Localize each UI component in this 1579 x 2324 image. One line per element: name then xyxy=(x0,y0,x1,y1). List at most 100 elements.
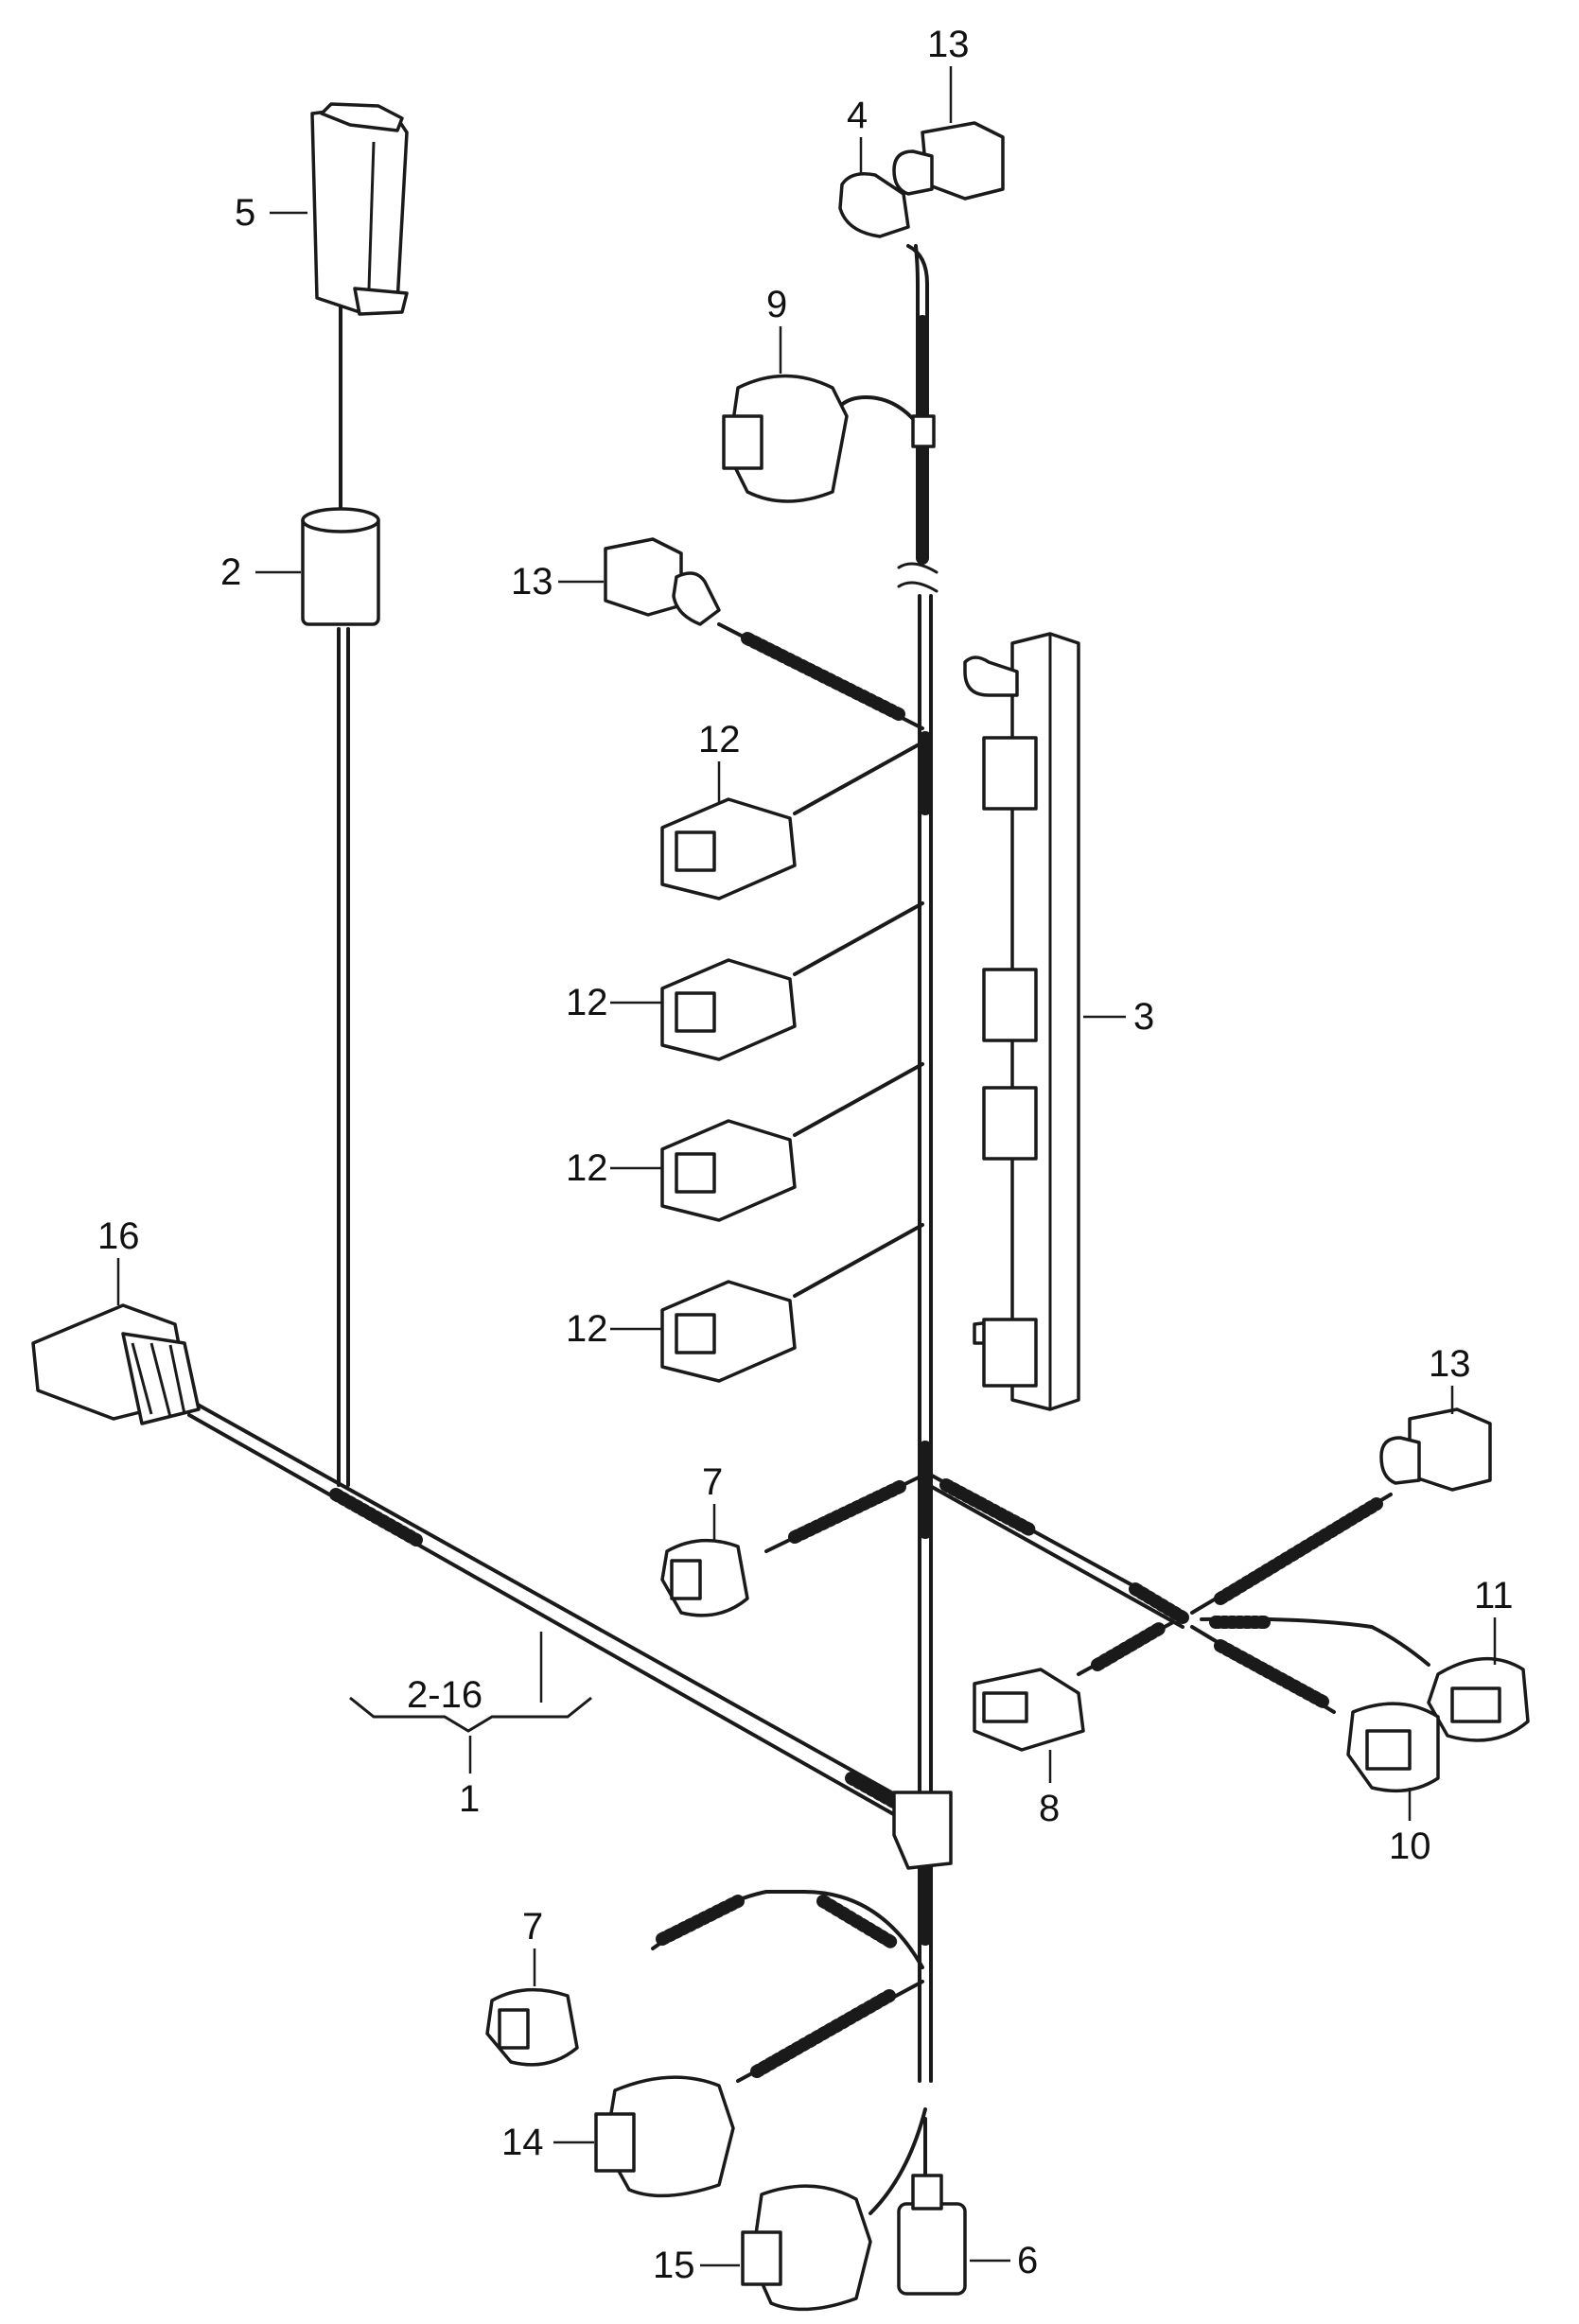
callout-12a: 12 xyxy=(698,719,741,760)
connector-14-face xyxy=(594,2112,636,2173)
bracket-3-clip-c xyxy=(982,1086,1038,1161)
connector-9-face xyxy=(722,414,763,470)
wire-to-connector-12a xyxy=(793,741,924,815)
connector-11-face xyxy=(1450,1686,1501,1723)
connector-16 xyxy=(31,1303,201,1425)
connector-13b xyxy=(604,537,721,626)
callout-16: 16 xyxy=(97,1215,140,1257)
connector-12d xyxy=(660,1280,797,1383)
connector-12d-body xyxy=(660,1280,797,1383)
callout-13b: 13 xyxy=(511,561,553,603)
connector-14 xyxy=(594,2075,735,2198)
loom-10 xyxy=(1214,1639,1331,1709)
loom-right-b xyxy=(1129,1582,1189,1624)
connector-12a xyxy=(660,797,797,900)
wire-main-diagonal-a xyxy=(187,1398,910,1804)
bracket-3-stud xyxy=(963,655,1019,697)
connector-5-cap xyxy=(320,102,404,132)
sleeve-9 xyxy=(911,414,936,448)
connector-13c-neck xyxy=(1379,1436,1421,1485)
connector-7b xyxy=(485,1987,579,2067)
connector-15-face xyxy=(741,2230,782,2286)
connector-8-body xyxy=(973,1668,1085,1752)
callout-range: 2-16 xyxy=(407,1674,482,1716)
connector-8-face xyxy=(982,1691,1028,1723)
loom-13b xyxy=(741,632,905,721)
loom-13c xyxy=(1214,1497,1383,1605)
sleeve-2 xyxy=(301,507,380,626)
wire-main-diagonal-b xyxy=(187,1413,899,1818)
loom-14 xyxy=(750,1989,896,2078)
connector-12b-face xyxy=(675,991,716,1033)
callout-10: 10 xyxy=(1389,1826,1431,1867)
callout-7a: 7 xyxy=(702,1461,723,1503)
callout-1: 1 xyxy=(459,1778,480,1820)
callout-15: 15 xyxy=(653,2245,695,2286)
connector-15 xyxy=(741,2184,872,2312)
bracket-3-clip-a xyxy=(982,736,1038,811)
callout-8: 8 xyxy=(1039,1788,1060,1829)
connector-13b-body xyxy=(604,537,683,617)
connector-16-rib xyxy=(131,1342,186,1418)
leader-lines xyxy=(116,66,1497,2267)
connector-5 xyxy=(310,102,409,316)
callout-6: 6 xyxy=(1017,2240,1038,2281)
connector-13a-body xyxy=(921,121,1005,201)
wire-to-connector-12d xyxy=(793,1223,924,1298)
break-mark xyxy=(897,562,939,593)
callout-3: 3 xyxy=(1133,996,1154,1038)
connector-4 xyxy=(838,172,910,238)
loom-7a xyxy=(788,1478,910,1544)
connector-7b-face xyxy=(498,2008,530,2050)
connector-13a xyxy=(892,121,1005,201)
callout-12b: 12 xyxy=(566,982,608,1023)
wire-main-trunk-top-b xyxy=(914,244,920,560)
loom-right-a xyxy=(939,1478,1038,1537)
bracket-3 xyxy=(963,632,1080,1411)
sleeve-2-top xyxy=(301,507,380,533)
connector-10 xyxy=(1346,1702,1440,1793)
bracket-3-clip-b xyxy=(982,968,1038,1042)
callout-12d: 12 xyxy=(566,1308,608,1350)
connector-5-rib xyxy=(367,141,376,289)
callout-9: 9 xyxy=(766,284,787,325)
connector-8 xyxy=(973,1668,1085,1752)
callout-4: 4 xyxy=(847,95,868,136)
loom-8 xyxy=(1091,1622,1166,1671)
range-bracket xyxy=(349,1696,592,1733)
junction-sleeve xyxy=(892,1791,953,1870)
wire-to-connector-12c xyxy=(793,1062,924,1137)
connector-11 xyxy=(1427,1656,1530,1742)
wire-to-connector-12b xyxy=(793,901,924,976)
connector-12b-body xyxy=(660,958,797,1061)
connector-13b-neck xyxy=(672,571,721,626)
callout-13a: 13 xyxy=(927,24,970,65)
connector-9 xyxy=(722,374,849,503)
loom-diagonal-1 xyxy=(329,1488,423,1546)
callout-labels: 5 2 13 4 9 13 12 12 12 12 3 16 7 13 11 1… xyxy=(97,24,1514,2286)
connector-12a-body xyxy=(660,797,797,900)
connector-10-face xyxy=(1365,1729,1412,1771)
wire-right-branch-b xyxy=(930,1485,1184,1629)
wire-main-trunk-top xyxy=(906,244,929,560)
connector-12a-face xyxy=(675,830,716,872)
connector-9-body xyxy=(727,374,849,503)
callout-11: 11 xyxy=(1474,1575,1514,1616)
callout-12c: 12 xyxy=(566,1147,608,1189)
connector-12c xyxy=(660,1119,797,1222)
connector-7a-face xyxy=(670,1559,702,1600)
callout-2: 2 xyxy=(220,551,241,593)
loom-7b xyxy=(656,1895,745,1946)
connector-6 xyxy=(897,2174,967,2296)
connector-7a xyxy=(660,1538,749,1617)
connector-6-body xyxy=(897,2202,967,2296)
connector-13c-body xyxy=(1408,1407,1492,1492)
connector-4-body xyxy=(838,172,910,238)
loom-7b-2 xyxy=(816,1895,901,1950)
connector-13a-neck xyxy=(892,149,934,196)
connector-13c xyxy=(1379,1407,1492,1492)
loom-diagonal-2 xyxy=(845,1772,905,1811)
connector-6-neck xyxy=(911,2174,943,2210)
connector-14-body xyxy=(604,2075,735,2198)
